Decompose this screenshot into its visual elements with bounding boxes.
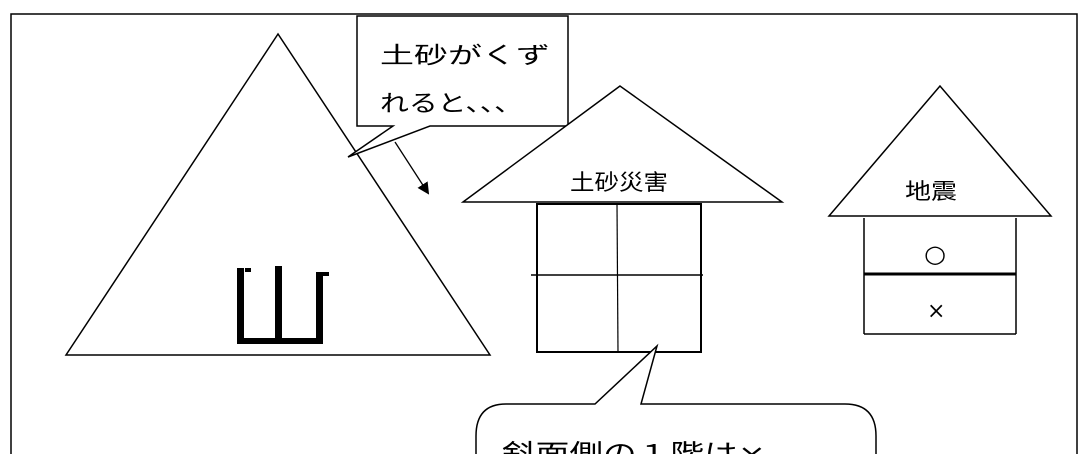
house-earthquake-roof-label: 地震 [905,180,957,205]
speech-bubble-top-line2: れると、、、 [380,91,523,117]
speech-bubble-top: 土砂がくず れると、、、 [347,15,569,158]
speech-bubble-bottom-shape [475,343,877,454]
house-earthquake-upper-mark: ○ [924,240,946,268]
slide-arrow [394,141,430,195]
speech-bubble-top-shape [347,15,569,158]
mountain: 山 [64,32,492,356]
speech-bubble-bottom-text: 斜面側の１階は× [502,440,766,454]
mountain-triangle [64,32,492,356]
speech-bubble-bottom: 斜面側の１階は× [475,343,877,454]
outer-frame [10,13,1078,454]
house-earthquake-lower-mark: × [927,299,945,324]
house-landslide-roof [460,85,785,203]
house-earthquake: 地震 ○ × [827,84,1053,335]
house-landslide-body [536,203,702,353]
house-landslide-divider-vertical [616,203,619,353]
house-landslide-roof-label: 土砂災害 [570,171,668,196]
house-earthquake-roof [827,84,1053,217]
house-landslide: 土砂災害 [460,85,785,353]
mountain-kanji-drawn [237,266,329,344]
speech-bubble-top-line1: 土砂がくず [380,43,550,69]
